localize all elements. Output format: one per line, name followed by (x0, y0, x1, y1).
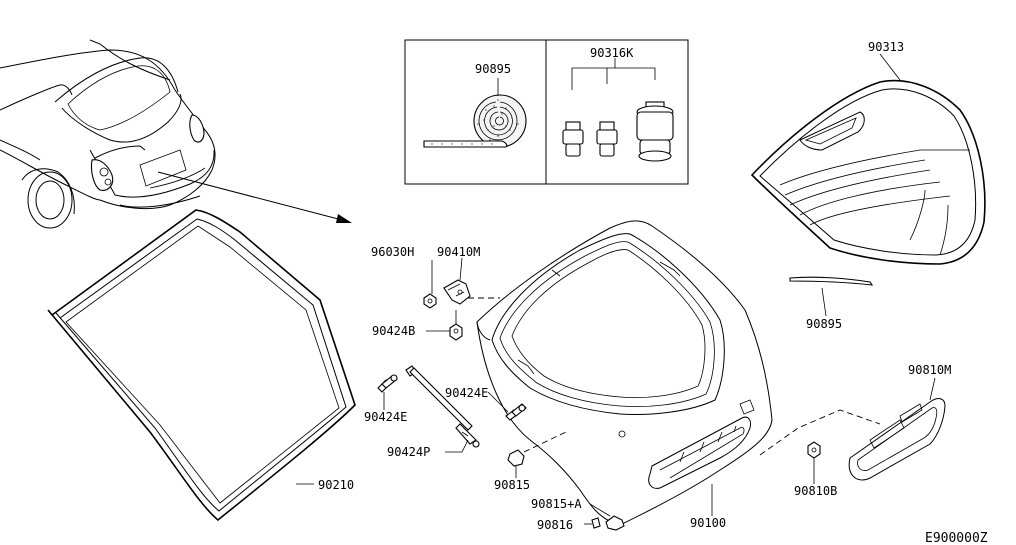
ball-stud-left (377, 374, 398, 393)
label-90410M: 90410M (437, 245, 480, 259)
weatherstrip-seal (47, 209, 356, 522)
assembly-lines (468, 297, 881, 456)
label-90316K: 90316K (590, 46, 634, 60)
label-90424E-left: 90424E (364, 410, 407, 424)
nut-90810B (807, 441, 821, 459)
bumper-assembly (591, 515, 625, 531)
label-90210: 90210 (318, 478, 354, 492)
nut-96030H (423, 293, 437, 309)
car-rear-view (0, 39, 216, 229)
fastener-kit-icon (562, 58, 674, 162)
label-90895-glass: 90895 (806, 317, 842, 331)
rear-glass (750, 79, 986, 265)
sealer-strip (789, 276, 874, 286)
door-hinge (443, 279, 471, 305)
label-90815: 90815 (494, 478, 530, 492)
label-90100: 90100 (690, 516, 726, 530)
label-90810B: 90810B (794, 484, 837, 498)
label-90313: 90313 (868, 40, 904, 54)
label-96030H: 96030H (371, 245, 414, 259)
inset-box (404, 39, 689, 185)
label-90424E-right: 90424E (445, 386, 488, 400)
sealer-roll-icon (423, 94, 527, 148)
label-90816: 90816 (537, 518, 573, 532)
label-90895-inset: 90895 (475, 62, 511, 76)
location-arrow (157, 171, 352, 223)
nut-90424B (449, 323, 463, 341)
label-90810M: 90810M (908, 363, 951, 377)
label-90815A: 90815+A (531, 497, 582, 511)
label-90424P: 90424P (387, 445, 430, 459)
diagram-code: E900000Z (925, 531, 988, 545)
leader-lines (296, 53, 936, 525)
back-door-finisher (848, 398, 946, 481)
gas-stay (405, 365, 480, 448)
back-door-panel (476, 220, 773, 526)
bumper-rubber (507, 449, 525, 467)
label-90424B: 90424B (372, 324, 415, 338)
ball-stud-right (505, 403, 527, 421)
